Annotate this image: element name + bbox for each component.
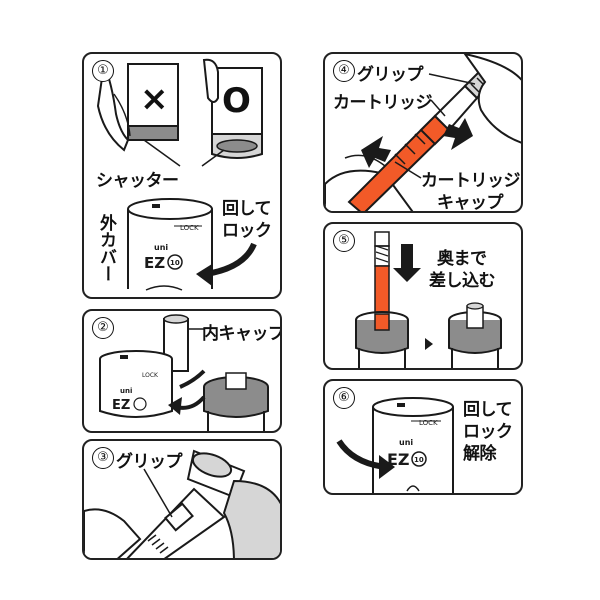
- pen-wrong-illustration: [96, 60, 179, 152]
- svg-text:LOCK: LOCK: [142, 372, 159, 379]
- arrow-left-icon: [361, 136, 391, 168]
- unlock-instruction-line-3: 解除: [463, 444, 497, 464]
- panel-step-4: ④ グリップ カートリッジ カートリッジ キャップ: [323, 52, 523, 213]
- panel-step-5: ⑤ 奥まで 差し込む: [323, 222, 523, 370]
- step-6-illustration: LOCK uni EZ 10: [336, 397, 454, 493]
- step-number: ①: [92, 60, 114, 82]
- shutter-label: シャッター: [96, 171, 179, 191]
- svg-text:10: 10: [170, 259, 180, 267]
- step-number: ⑥: [333, 387, 355, 409]
- pen-holder-illustration: [203, 372, 269, 431]
- rotate-lock-line-2: ロック: [222, 221, 272, 241]
- panel-step-1: LOCK uni EZ 10 ① × O シャッター 外カバー 回して ロック: [82, 52, 282, 299]
- spring-illustration: [147, 534, 169, 554]
- insert-instruction-line-1: 奥まで: [437, 249, 487, 269]
- cartridge-label: カートリッジ: [333, 93, 433, 113]
- step-number: ④: [333, 60, 355, 82]
- svg-text:uni: uni: [120, 387, 132, 395]
- grip-label: グリップ: [357, 65, 424, 85]
- brand-print: uni: [154, 243, 168, 252]
- rotate-arrow-icon: [196, 264, 212, 286]
- panel-step-2: LOCK uni EZ ② 内キャップ: [82, 309, 282, 433]
- step-5-illustration: [355, 231, 502, 368]
- step-number: ②: [92, 317, 114, 339]
- insert-instruction-line-2: 差し込む: [429, 271, 496, 291]
- step-3-illustration: [84, 449, 280, 558]
- lock-print: LOCK: [180, 224, 199, 232]
- inner-cap-label: 内キャップ: [202, 324, 282, 344]
- cartridge-cap-label-line-2: キャップ: [437, 193, 504, 213]
- wrong-mark-icon: ×: [140, 79, 169, 119]
- step-4-illustration: [325, 54, 521, 211]
- cartridge-cap-label-line-1: カートリッジ: [421, 171, 521, 191]
- correct-mark-icon: O: [222, 81, 251, 121]
- rotate-lock-line-1: 回して: [222, 199, 272, 219]
- next-arrow-icon: [425, 338, 433, 350]
- svg-text:10: 10: [414, 456, 424, 464]
- outer-cover-illustration: LOCK uni EZ 10: [127, 198, 213, 291]
- model-print: EZ: [144, 254, 165, 272]
- panel-step-6: LOCK uni EZ 10 ⑥ 回して ロック 解除: [323, 379, 523, 495]
- rotate-arrow-icon: [379, 455, 395, 479]
- step-number: ⑤: [333, 230, 355, 252]
- panel-step-3: ③ グリップ: [82, 439, 282, 560]
- inner-cap-illustration: [163, 314, 189, 372]
- pen-correct-illustration: [202, 58, 263, 159]
- pen-after-illustration: [448, 302, 502, 368]
- arrow-right-icon: [443, 118, 473, 150]
- svg-text:LOCK: LOCK: [419, 419, 438, 427]
- grip-cap-illustration: [186, 449, 246, 499]
- outer-cover-illustration: LOCK uni EZ 10: [372, 397, 454, 493]
- svg-text:EZ: EZ: [112, 398, 130, 413]
- step-2-illustration: LOCK uni EZ: [99, 314, 269, 431]
- arrow-icon: [168, 397, 182, 415]
- svg-text:EZ: EZ: [387, 450, 410, 469]
- unlock-instruction-line-1: 回して: [463, 400, 513, 420]
- unlock-instruction-line-2: ロック: [463, 422, 513, 442]
- pen-before-illustration: [355, 311, 409, 368]
- arrow-down-icon: [393, 244, 421, 282]
- grip-label: グリップ: [116, 452, 183, 472]
- outer-cover-label: 外カバー: [96, 214, 116, 282]
- svg-text:uni: uni: [399, 438, 413, 447]
- step-1-illustration: LOCK uni EZ 10: [96, 58, 263, 291]
- step-number: ③: [92, 447, 114, 469]
- removed-cover-illustration: LOCK uni EZ: [99, 350, 173, 418]
